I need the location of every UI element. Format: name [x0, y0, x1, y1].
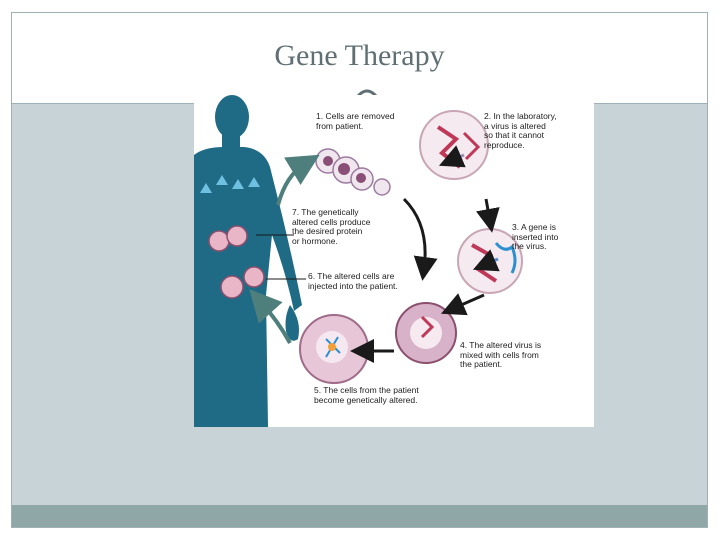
virus-mixed — [395, 302, 457, 364]
virus-altered — [419, 110, 489, 180]
step-3-caption: 3. A gene is inserted into the virus. — [512, 222, 559, 251]
body-cells — [208, 225, 265, 299]
title-band: Gene Therapy — [12, 13, 707, 104]
step-2-caption: 2. In the laboratory, a virus is altered… — [484, 111, 557, 150]
footer-band — [12, 505, 707, 527]
process-arrows — [249, 145, 500, 363]
step-6-caption: 6. The altered cells are injected into t… — [308, 271, 398, 291]
diagram-artwork — [194, 95, 523, 427]
step-1-caption: 1. Cells are removed from patient. — [316, 111, 395, 131]
step-5-caption: 5. The cells from the patient become gen… — [314, 385, 419, 405]
step-7-caption: 7. The genetically altered cells produce… — [292, 207, 371, 246]
protein-markers — [200, 175, 260, 193]
step-4-caption: 4. The altered virus is mixed with cells… — [460, 340, 542, 369]
removed-cells — [315, 148, 391, 196]
gene-therapy-diagram: 1. Cells are removed from patient. 2. In… — [194, 95, 594, 427]
slide-title: Gene Therapy — [274, 39, 445, 72]
human-silhouette — [194, 95, 302, 427]
leader-lines — [256, 234, 306, 280]
altered-cell — [299, 314, 369, 384]
